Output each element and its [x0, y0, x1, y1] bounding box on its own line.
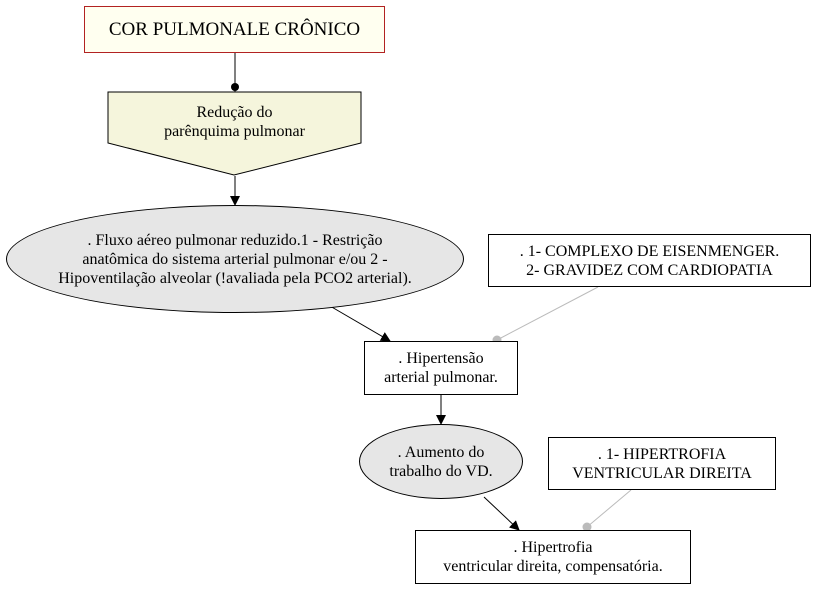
hipertrofia-node-text: . Hipertrofia ventricular direita, compe… — [443, 538, 662, 576]
fluxo-line-3: Hipoventilação alveolar (!avaliada pela … — [58, 269, 412, 287]
hipertensao-line-1: . Hipertensão — [398, 350, 484, 367]
hipertrofia-node[interactable]: . Hipertrofia ventricular direita, compe… — [415, 530, 691, 584]
edge-aumento-to-hipertrofia — [483, 496, 520, 531]
reducao-node-shape — [107, 91, 362, 176]
edge-title-dot — [231, 83, 239, 91]
hipertrofia-note-node[interactable]: . 1- HIPERTROFIA VENTRICULAR DIREITA — [548, 437, 776, 490]
reducao-node-text: Redução do parênquima pulmonar — [164, 103, 305, 141]
hipertensao-node[interactable]: . Hipertensão arterial pulmonar. — [364, 341, 518, 395]
edge-hipertrofia-note-to-hipertrofia — [586, 489, 632, 528]
eisenmenger-line-1: . 1- COMPLEXO DE EISENMENGER. — [519, 242, 780, 260]
hipertrofia-note-line-2: VENTRICULAR DIREITA — [572, 464, 752, 482]
eisenmenger-line-2: 2- GRAVIDEZ COM CARDIOPATIA — [526, 261, 773, 279]
aumento-node-text: . Aumento do trabalho do VD. — [389, 443, 492, 481]
hipertensao-line-2: arterial pulmonar. — [384, 369, 498, 386]
eisenmenger-node-text: . 1- COMPLEXO DE EISENMENGER. 2- GRAVIDE… — [520, 242, 780, 280]
edge-fluxo-to-hipertensao — [329, 305, 391, 342]
fluxo-node-text: . Fluxo aéreo pulmonar reduzido.1 - Rest… — [58, 231, 412, 288]
edge-eisenmenger-to-hipertensao — [496, 286, 599, 341]
hipertrofia-line-1: . Hipertrofia — [513, 539, 593, 556]
title-node[interactable]: COR PULMONALE CRÔNICO — [84, 6, 385, 53]
aumento-line-2: trabalho do VD. — [389, 462, 493, 480]
title-node-text: COR PULMONALE CRÔNICO — [109, 20, 360, 39]
fluxo-line-1: . Fluxo aéreo pulmonar reduzido.1 - Rest… — [87, 231, 383, 249]
fluxo-node[interactable]: . Fluxo aéreo pulmonar reduzido.1 - Rest… — [6, 205, 464, 313]
title-line-1: COR PULMONALE CRÔNICO — [108, 19, 361, 40]
fluxo-line-2: anatômica do sistema arterial pulmonar e… — [82, 250, 388, 268]
reducao-line-2: parênquima pulmonar — [164, 123, 305, 140]
aumento-line-1: . Aumento do — [397, 443, 485, 461]
hipertensao-node-text: . Hipertensão arterial pulmonar. — [384, 349, 498, 387]
aumento-node[interactable]: . Aumento do trabalho do VD. — [359, 424, 523, 499]
reducao-line-1: Redução do — [196, 104, 273, 121]
edge-hipertrofia-note-dot — [582, 522, 592, 532]
hipertrofia-line-2: ventricular direita, compensatória. — [443, 558, 663, 575]
hipertrofia-note-node-text: . 1- HIPERTROFIA VENTRICULAR DIREITA — [572, 445, 752, 483]
hipertrofia-note-line-1: . 1- HIPERTROFIA — [597, 445, 727, 463]
eisenmenger-node[interactable]: . 1- COMPLEXO DE EISENMENGER. 2- GRAVIDE… — [488, 234, 811, 287]
reducao-node[interactable]: Redução do parênquima pulmonar — [108, 92, 361, 152]
